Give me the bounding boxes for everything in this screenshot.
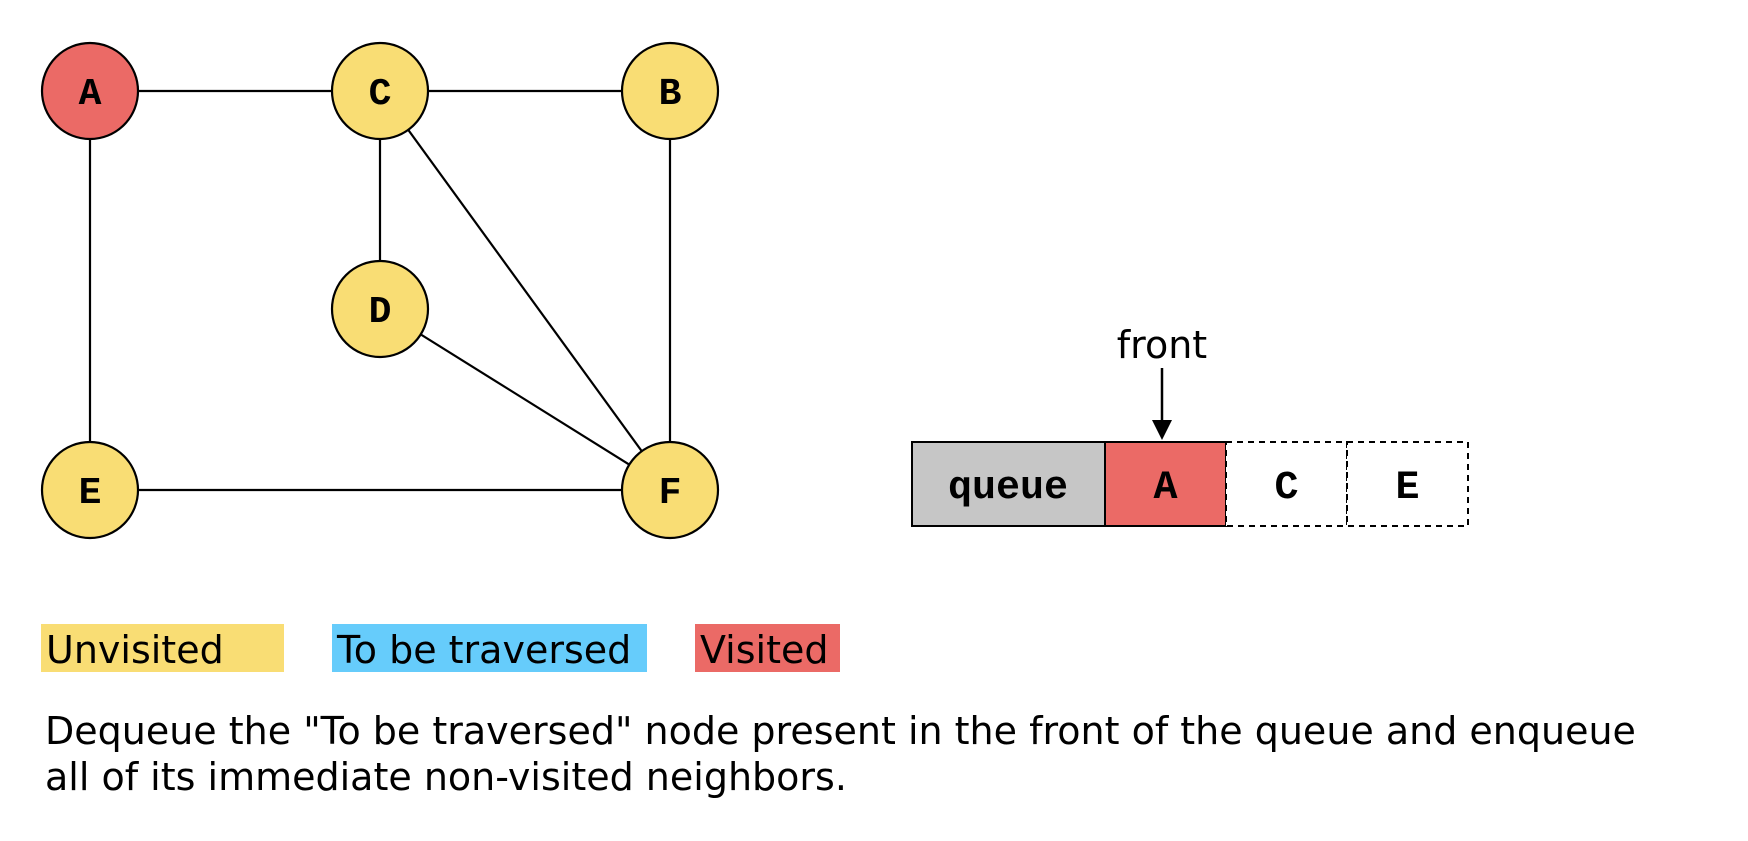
legend-item-unvisited: Unvisited: [41, 624, 284, 672]
queue-cell-box: [1225, 441, 1348, 527]
caption-line-1: Dequeue the "To be traversed" node prese…: [45, 709, 1636, 753]
legend-swatch: [41, 624, 284, 672]
node-label: C: [369, 73, 392, 116]
front-label: front: [1117, 323, 1207, 367]
legend-item-visited: Visited: [695, 624, 840, 672]
legend-label: Visited: [700, 628, 828, 672]
queue: front queue A C E: [911, 323, 1469, 527]
node-d: D: [330, 259, 430, 359]
queue-cell-box: [1346, 441, 1469, 527]
graph-nodes: A C B D E F: [40, 41, 720, 540]
node-b: B: [620, 41, 720, 141]
node-circle: [620, 41, 720, 141]
queue-cell-c: C: [1225, 441, 1348, 527]
queue-label-box: [911, 441, 1106, 527]
caption-line-2: all of its immediate non-visited neighbo…: [45, 755, 847, 799]
legend-swatch: [332, 624, 647, 672]
node-circle: [330, 41, 430, 141]
legend-label: To be traversed: [336, 628, 631, 672]
queue-cell-e: E: [1346, 441, 1469, 527]
node-circle: [620, 440, 720, 540]
node-label: F: [659, 472, 682, 515]
node-label: A: [79, 73, 102, 116]
front-arrow-head: [1152, 420, 1172, 440]
queue-cell-box: [1104, 441, 1227, 527]
node-c: C: [330, 41, 430, 141]
edge-d-f: [379, 308, 671, 491]
legend-swatch: [695, 624, 840, 672]
node-label: D: [369, 291, 392, 334]
node-label: B: [659, 73, 682, 116]
legend: Unvisited To be traversed Visited: [41, 624, 840, 672]
legend-item-to-be-traversed: To be traversed: [332, 624, 647, 672]
queue-label: queue: [948, 466, 1068, 511]
queue-cell-label: A: [1153, 466, 1177, 511]
node-label: E: [79, 472, 102, 515]
node-a: A: [40, 41, 140, 141]
node-e: E: [40, 440, 140, 540]
node-f: F: [620, 440, 720, 540]
legend-label: Unvisited: [46, 628, 224, 672]
caption: Dequeue the "To be traversed" node prese…: [45, 708, 1725, 800]
queue-cell-a: A: [1104, 441, 1227, 527]
node-circle: [40, 440, 140, 540]
edge-c-f: [379, 90, 671, 491]
queue-cell-label: C: [1274, 466, 1298, 511]
queue-cell-label: E: [1395, 466, 1419, 511]
node-circle: [330, 259, 430, 359]
node-circle: [40, 41, 140, 141]
